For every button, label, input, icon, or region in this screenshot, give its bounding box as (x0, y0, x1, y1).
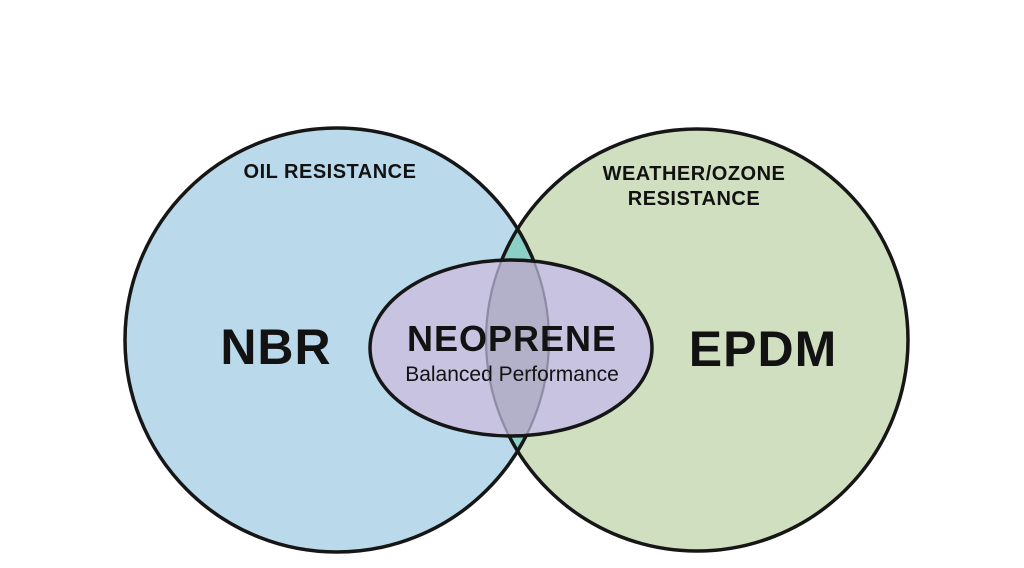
center-ellipse-fill (370, 260, 652, 436)
right-circle-fill (486, 129, 908, 551)
right-arc-through-ellipse (484, 260, 652, 436)
ellipse-inner-overlap (370, 260, 652, 436)
left-circle-attribute-label: OIL RESISTANCE (244, 161, 417, 183)
center-ellipse-outline (368, 258, 654, 438)
right-circle-attribute-label-line1: WEATHER/OZONE (603, 163, 786, 185)
neoprene-sublabel: Balanced Performance (405, 363, 619, 386)
epdm-label: EPDM (689, 321, 837, 377)
right-circle-attribute-label-line2: RESISTANCE (628, 188, 760, 210)
left-circle-fill (125, 128, 549, 552)
nbr-label: NBR (220, 319, 331, 375)
neoprene-label: NEOPRENE (407, 318, 617, 359)
left-arc-through-ellipse (370, 260, 551, 436)
